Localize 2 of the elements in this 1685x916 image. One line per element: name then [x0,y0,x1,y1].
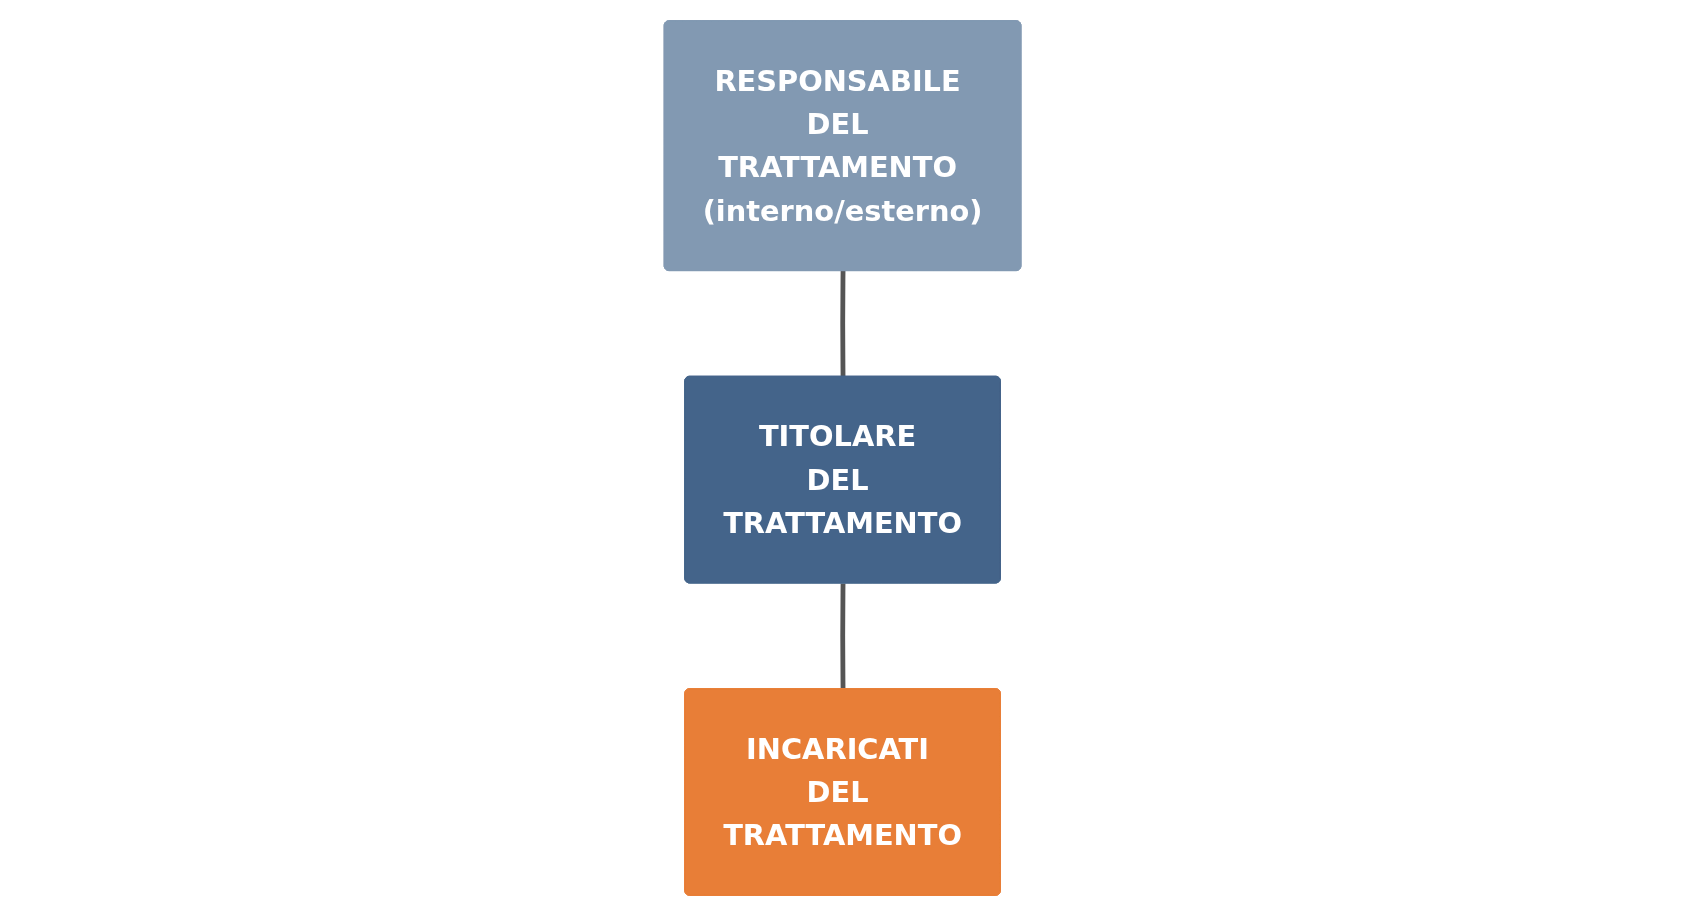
connector [840,271,846,377]
connector [840,583,846,690]
